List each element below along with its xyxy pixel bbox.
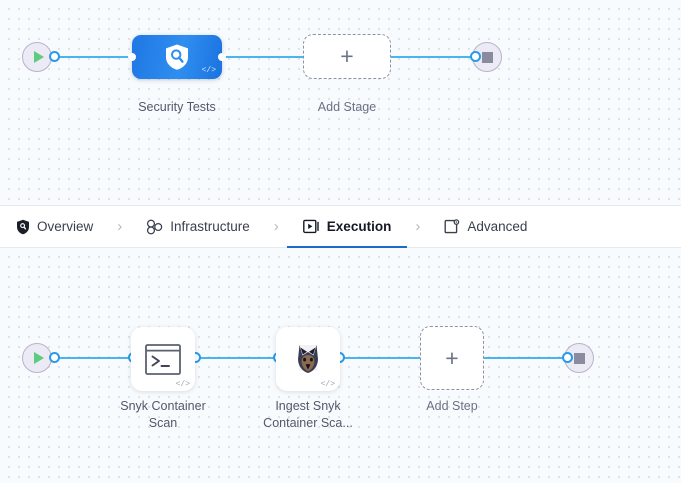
shield-search-icon [164,43,190,71]
stage-label-security-tests: Security Tests [138,100,216,114]
tab-separator-3: › [415,218,421,235]
tab-separator-1: › [117,218,123,235]
add-stage-button[interactable]: + [303,34,391,79]
execution-canvas[interactable]: </> Snyk Container Scan </> Ingest Snyk … [0,248,681,483]
tab-execution[interactable]: Execution [286,206,407,249]
connector-step1-to-step2 [195,357,280,359]
tab-label-overview: Overview [37,219,94,234]
stage-port-out [218,53,226,61]
shield-icon [16,219,30,235]
add-step-button[interactable]: + [420,326,484,390]
step-label-line2: Scan [148,416,178,430]
step-label-line1: Snyk Container [120,399,206,413]
port-end-in[interactable] [470,51,481,62]
nodes-icon [146,219,163,235]
connector-start-to-stage [52,56,137,58]
snyk-dog-icon [291,342,325,376]
execution-start-node[interactable] [22,343,52,373]
step-label-line1: Ingest Snyk [275,399,341,413]
step-code-badge: </> [320,380,335,389]
connector-step2-to-addstep [339,357,484,359]
connector-addstep-to-end [484,357,574,359]
connector-addstage-to-end [386,56,482,58]
stop-icon [573,352,585,364]
stage-canvas[interactable]: </> Security Tests + Add Stage [0,0,681,205]
port-exec-start-out[interactable] [49,352,60,363]
pipeline-end-node[interactable] [472,42,502,72]
step-label-line2: Container Sca... [263,416,353,430]
plus-icon: + [445,344,459,371]
plus-icon: + [340,43,354,69]
port-start-out[interactable] [49,51,60,62]
tab-infrastructure[interactable]: Infrastructure [144,206,252,248]
stage-code-badge: </> [201,66,216,75]
step-label-snyk-container-scan: Snyk Container Scan [93,398,233,432]
stage-port-in [128,53,136,61]
connector-stage-to-addstage [215,56,310,58]
tab-overview[interactable]: Overview [14,206,95,248]
add-step-label: Add Step [426,399,478,413]
pipeline-start-node[interactable] [22,42,52,72]
play-icon [33,51,44,63]
tab-advanced[interactable]: Advanced [442,206,529,248]
play-icon [33,352,44,364]
stop-icon [481,51,493,63]
tab-label-execution: Execution [326,219,392,234]
step-node-ingest-snyk-container-scan[interactable]: </> [276,327,340,391]
tab-separator-2: › [273,218,279,235]
step-node-snyk-container-scan[interactable]: </> [131,327,195,391]
settings-box-icon [444,218,460,235]
terminal-icon [145,343,181,375]
play-box-icon [302,219,320,234]
stage-node-security-tests[interactable]: </> [128,35,226,79]
pipeline-tabbar[interactable]: Overview › Infrastructure › Execution › [0,205,681,249]
connector-start-to-step1 [52,357,137,359]
tab-label-infrastructure: Infrastructure [170,219,250,234]
step-code-badge: </> [175,380,190,389]
step-label-ingest-snyk-container-scan: Ingest Snyk Container Sca... [238,398,378,432]
tab-label-advanced: Advanced [467,219,528,234]
add-stage-label: Add Stage [317,100,377,114]
port-exec-end-in[interactable] [562,352,573,363]
